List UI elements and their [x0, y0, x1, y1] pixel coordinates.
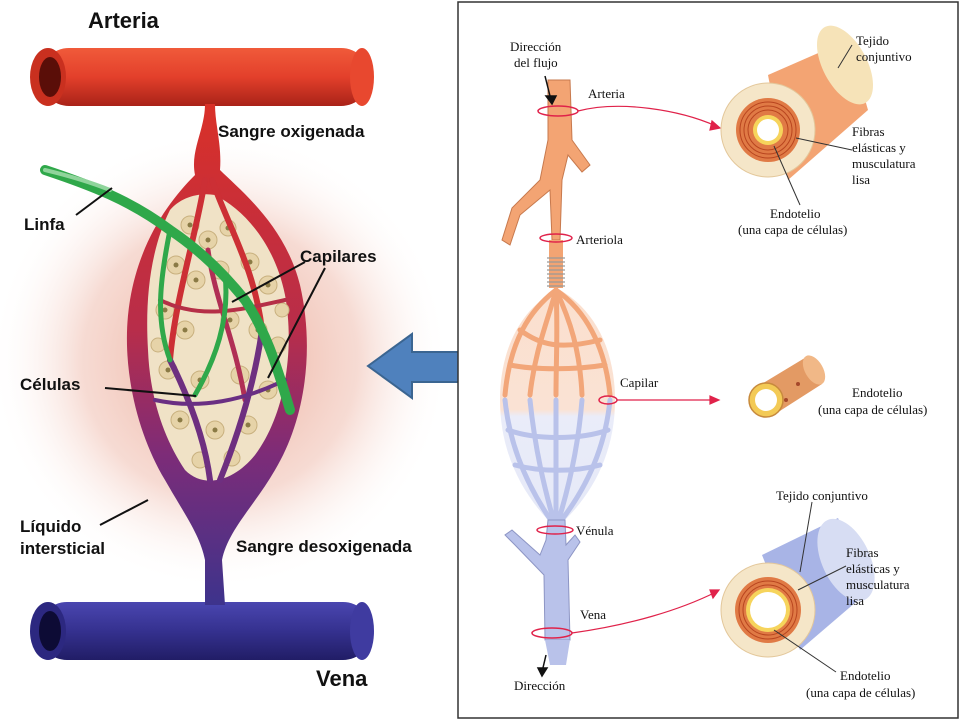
capillary-branches — [502, 287, 613, 525]
label-arteriola: Arteriola — [576, 232, 623, 247]
vessel-tree — [500, 79, 615, 665]
label-direccion-flujo-1: Dirección — [510, 39, 562, 54]
vein-tube — [30, 602, 374, 660]
artery-fibras-4: lisa — [852, 172, 870, 187]
artery-tube — [30, 48, 374, 106]
celulas-leader — [104, 387, 197, 397]
artery-endotelio-1: Endotelio — [770, 206, 821, 221]
label-direccion: Dirección — [514, 678, 566, 693]
artery-tejido-2: conjuntivo — [856, 49, 912, 64]
label-vena-right: Vena — [580, 607, 606, 622]
vein-fibras-2: elásticas y — [846, 561, 900, 576]
vein-fibras-1: Fibras — [846, 545, 879, 560]
artery-endotelio-2: (una capa de células) — [738, 222, 847, 237]
label-sangre-oxigenada: Sangre oxigenada — [218, 122, 365, 141]
label-arteria-right: Arteria — [588, 86, 625, 101]
vein-section-leaders — [773, 501, 847, 673]
liquido-leader — [99, 499, 149, 526]
artery-fibras-3: musculatura — [852, 156, 916, 171]
label-capilares: Capilares — [300, 247, 377, 266]
label-celulas: Células — [20, 375, 80, 394]
vein-tejido: Tejido conjuntivo — [776, 488, 868, 503]
vein-cross-section — [720, 518, 875, 658]
capillary-endotelio-2: (una capa de células) — [818, 402, 927, 417]
label-sangre-desoxigenada: Sangre desoxigenada — [236, 537, 412, 556]
left-capillary-bed-illustration: Arteria Sangre oxigenada Linfa Capilares… — [0, 8, 450, 691]
label-vena: Vena — [316, 666, 368, 691]
capilares-leader-2 — [267, 267, 326, 379]
capilares-leader-1 — [231, 261, 306, 303]
linfa-leader — [75, 187, 113, 216]
artery-fibras-2: elásticas y — [852, 140, 906, 155]
label-capilar: Capilar — [620, 375, 659, 390]
artery-tejido-1: Tejido — [856, 33, 889, 48]
label-liquido-2: intersticial — [20, 539, 105, 558]
artery-cross-section — [720, 25, 874, 180]
right-vessel-diagram: Dirección del flujo Arteria Arteriola Ca… — [457, 1, 959, 719]
vein-endotelio-2: (una capa de células) — [806, 685, 915, 700]
vein-endotelio-1: Endotelio — [840, 668, 891, 683]
label-liquido-1: Líquido — [20, 517, 81, 536]
label-venula: Vénula — [576, 523, 614, 538]
artery-section-leaders — [773, 44, 853, 206]
vein-fibras-3: musculatura — [846, 577, 910, 592]
vein-fibras-4: lisa — [846, 593, 864, 608]
label-linfa: Linfa — [24, 215, 65, 234]
label-direccion-flujo-2: del flujo — [514, 55, 558, 70]
capillary-endotelio-1: Endotelio — [852, 385, 903, 400]
artery-fibras-1: Fibras — [852, 124, 885, 139]
label-arteria: Arteria — [88, 8, 160, 33]
capillary-cross-section — [748, 355, 826, 418]
left-leader-lines — [75, 187, 326, 526]
red-connectors — [571, 105, 722, 634]
flow-direction-arrows — [536, 75, 558, 678]
